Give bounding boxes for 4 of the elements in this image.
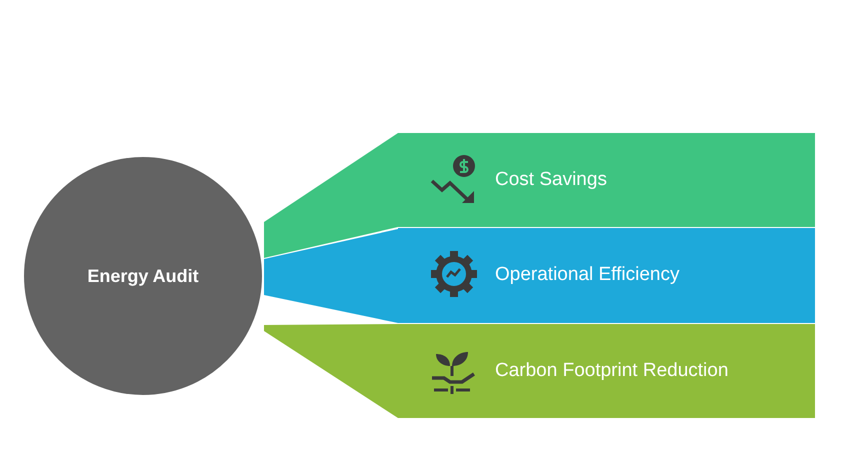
band-label: Carbon Footprint Reduction	[495, 360, 728, 382]
band-label: Cost Savings	[495, 169, 607, 191]
band-label: Operational Efficiency	[495, 264, 680, 286]
circle-label: Energy Audit	[87, 266, 199, 286]
